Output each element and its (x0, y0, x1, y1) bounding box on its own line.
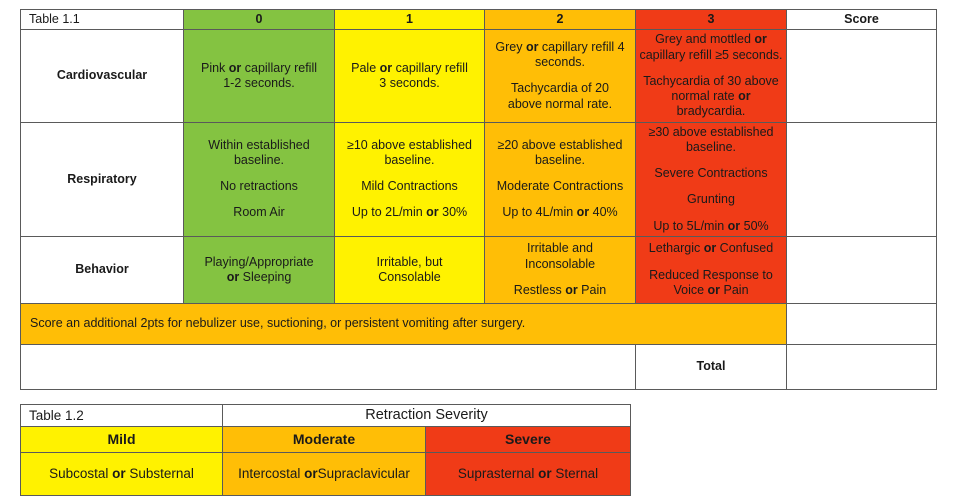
score-input-cardiovascular[interactable] (786, 29, 937, 123)
column-header-score-3: 3 (635, 8, 787, 31)
additional-points-note: Score an additional 2pts for nebulizer u… (20, 302, 787, 345)
retraction-header-row: Mild Moderate Severe (20, 426, 631, 454)
score-input-behavior[interactable] (786, 235, 937, 304)
column-header-score-0: 0 (183, 8, 335, 31)
row-label-cardiovascular: Cardiovascular (20, 29, 184, 123)
column-header-score-1: 1 (334, 8, 485, 31)
table-caption: Table 1.1 (20, 8, 184, 31)
severity-header-severe: Severe (425, 426, 631, 454)
row-label-behavior: Behavior (20, 235, 184, 304)
total-label: Total (635, 343, 787, 390)
column-header-score: Score (786, 8, 937, 31)
table-row-note: Score an additional 2pts for nebulizer u… (20, 302, 937, 345)
severity-header-mild: Mild (20, 426, 223, 454)
table-header-row: Table 1.1 0 1 2 3 Score (20, 8, 937, 31)
score-input-total[interactable] (786, 343, 937, 390)
severity-value-moderate: Intercostal orSupraclavicular (222, 452, 426, 497)
pews-score-table: Table 1.1 0 1 2 3 Score Cardiovascular P… (20, 8, 937, 390)
column-header-score-2: 2 (484, 8, 636, 31)
table-row-total: Total (20, 343, 937, 390)
retraction-table-title: Retraction Severity (222, 403, 631, 428)
total-row-spacer (20, 343, 636, 390)
severity-value-severe: Suprasternal or Sternal (425, 452, 631, 497)
severity-value-mild: Subcostal or Substernal (20, 452, 223, 497)
score-input-respiratory[interactable] (786, 121, 937, 237)
score-input-additional[interactable] (786, 302, 937, 345)
retraction-values-row: Subcostal or Substernal Intercostal orSu… (20, 452, 631, 497)
retraction-caption-row: Table 1.2 Retraction Severity (20, 403, 631, 428)
row-label-respiratory: Respiratory (20, 121, 184, 237)
retraction-table-caption: Table 1.2 (20, 403, 223, 428)
severity-header-moderate: Moderate (222, 426, 426, 454)
retraction-severity-table: Table 1.2 Retraction Severity Mild Moder… (20, 403, 631, 497)
